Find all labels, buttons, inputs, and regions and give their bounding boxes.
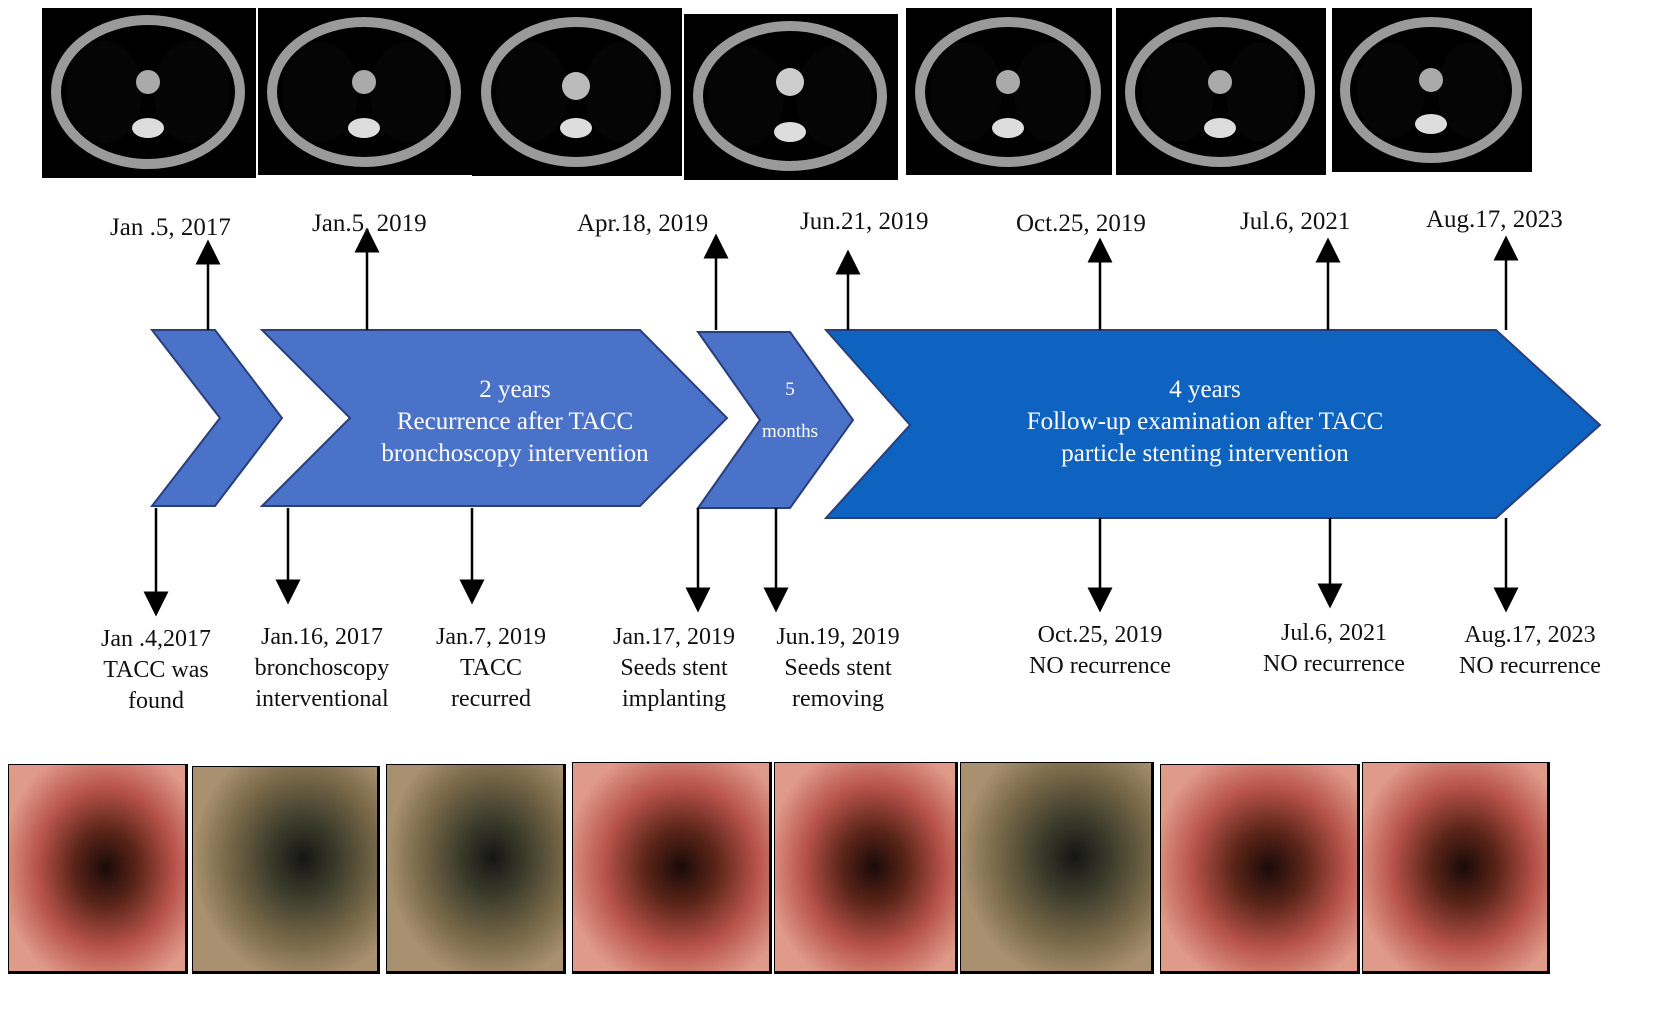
endoscopy-drawings [9,763,1547,971]
event-label-2: Jan.16, 2017 bronchoscopy interventional [254,624,390,712]
chevron-recurrence-line1: Recurrence after TACC [396,408,634,435]
chevron-follow-up-line1: Follow-up examination after TACC [1026,408,1384,435]
top-date-6: Jul.6, 2021 [1240,208,1351,235]
up-arrows [195,227,1519,330]
event-label-4: Jan.17, 2019 Seeds stent implanting [613,624,735,712]
chevron-recurrence-duration: 2 years [479,376,551,403]
chevron-recurrence-text: 2 years Recurrence after TACC bronchosco… [360,374,670,470]
top-date-2: Jan.5, 2019 [312,210,427,237]
chevron-follow-up-line2: particle stenting intervention [1061,440,1349,467]
chevron-follow-up-text: 4 years Follow-up examination after TACC… [970,374,1440,470]
chevron-follow-up [823,329,1602,519]
chevron-stent-text: 5 months [740,376,840,446]
event-label-8: Aug.17, 2023 NO recurrence [1459,622,1601,679]
event-label-1: Jan .4,2017 TACC was found [101,626,211,714]
chevron-stent [696,331,855,509]
chevron-stent-duration: 5 [785,379,795,400]
top-date-5: Oct.25, 2019 [1016,210,1146,237]
event-label-5: Jun.19, 2019 Seeds stent removing [776,624,900,712]
top-date-3: Apr.18, 2019 [577,210,709,237]
chevron-initial [149,329,284,507]
chevron-follow-up-duration: 4 years [1169,376,1241,403]
top-date-1: Jan .5, 2017 [110,214,231,241]
ct-scan-drawings [51,15,1522,171]
chevron-recurrence-line2: bronchoscopy intervention [381,440,649,467]
down-arrows [143,508,1519,617]
event-label-7: Jul.6, 2021 NO recurrence [1263,620,1405,677]
chevron-recurrence [259,329,729,507]
event-label-6: Oct.25, 2019 NO recurrence [1029,622,1171,679]
event-label-3: Jan.7, 2019 TACC recurred [436,624,546,712]
top-date-7: Aug.17, 2023 [1426,206,1563,233]
top-date-4: Jun.21, 2019 [800,208,929,235]
chevron-stent-unit: months [762,421,818,442]
